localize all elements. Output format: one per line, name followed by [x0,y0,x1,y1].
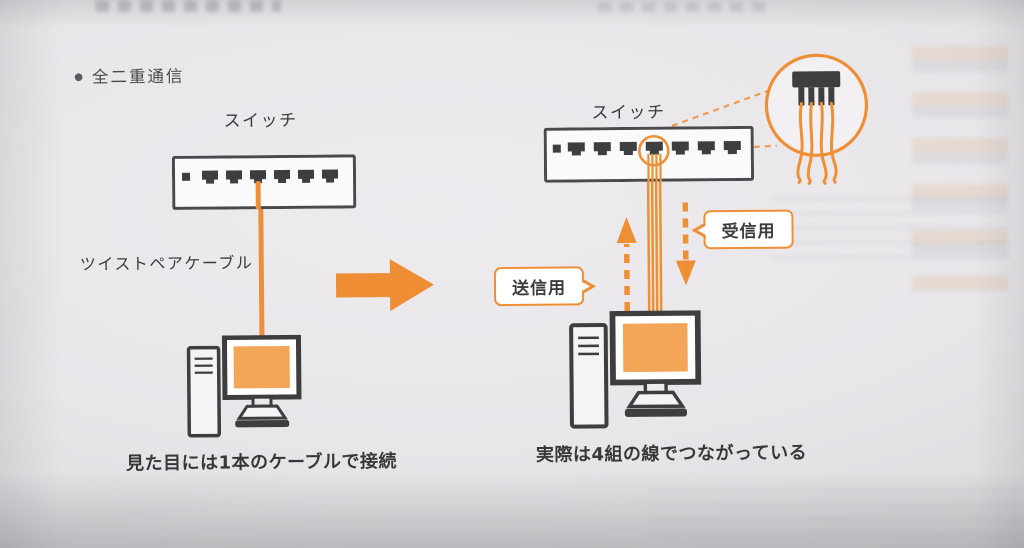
receive-label-text: 受信用 [721,221,776,243]
monitor-screen [233,345,290,389]
network-switch-icon-left [171,154,357,210]
rj45-ports [201,169,339,184]
monitor-foot [626,390,686,409]
led-indicator [552,144,561,153]
port-highlight-circle [638,134,670,167]
monitor-base [624,408,688,417]
magnifier-circle [764,53,869,157]
four-wire-bundle [646,181,663,319]
monitor-base [235,419,290,428]
tower-vents [578,336,599,356]
send-up-arrow [616,216,637,312]
receive-down-arrow [675,202,696,286]
pc-tower [569,323,609,429]
right-arrow-icon [335,259,434,312]
bullet-icon: ● [74,71,85,83]
cable-label: ツイストペアケーブル [79,253,254,274]
section-heading: ● 全二重通信 [74,63,184,88]
wires-in-port [647,153,662,182]
led-indicator [182,172,191,181]
desktop-computer-icon-right [569,310,702,429]
left-caption: 見た目には1本のケーブルで接続 [125,451,398,475]
left-switch-label: スイッチ [223,110,298,132]
wires-and-arrows-overlay [616,89,777,319]
cable-closeup-magnifier-icon [764,53,869,185]
send-label-text: 送信用 [511,278,567,299]
monitor-screen [622,323,688,373]
twisted-pair-cable [257,207,264,339]
receive-label-bubble: 受信用 [703,209,794,250]
desktop-computer-icon-left [186,334,302,438]
cable-into-port [255,181,261,210]
connector-plug [792,71,841,106]
section-title-text: 全二重通信 [91,66,185,87]
pc-tower [186,345,222,438]
tower-vents [194,357,213,374]
monitor-foot [236,404,288,420]
connector-wires [796,101,838,185]
rj45-ports [567,140,741,156]
right-caption: 実際は4組の線でつながっている [535,442,808,466]
network-switch-icon-right [543,125,755,183]
send-label-bubble: 送信用 [493,266,585,307]
